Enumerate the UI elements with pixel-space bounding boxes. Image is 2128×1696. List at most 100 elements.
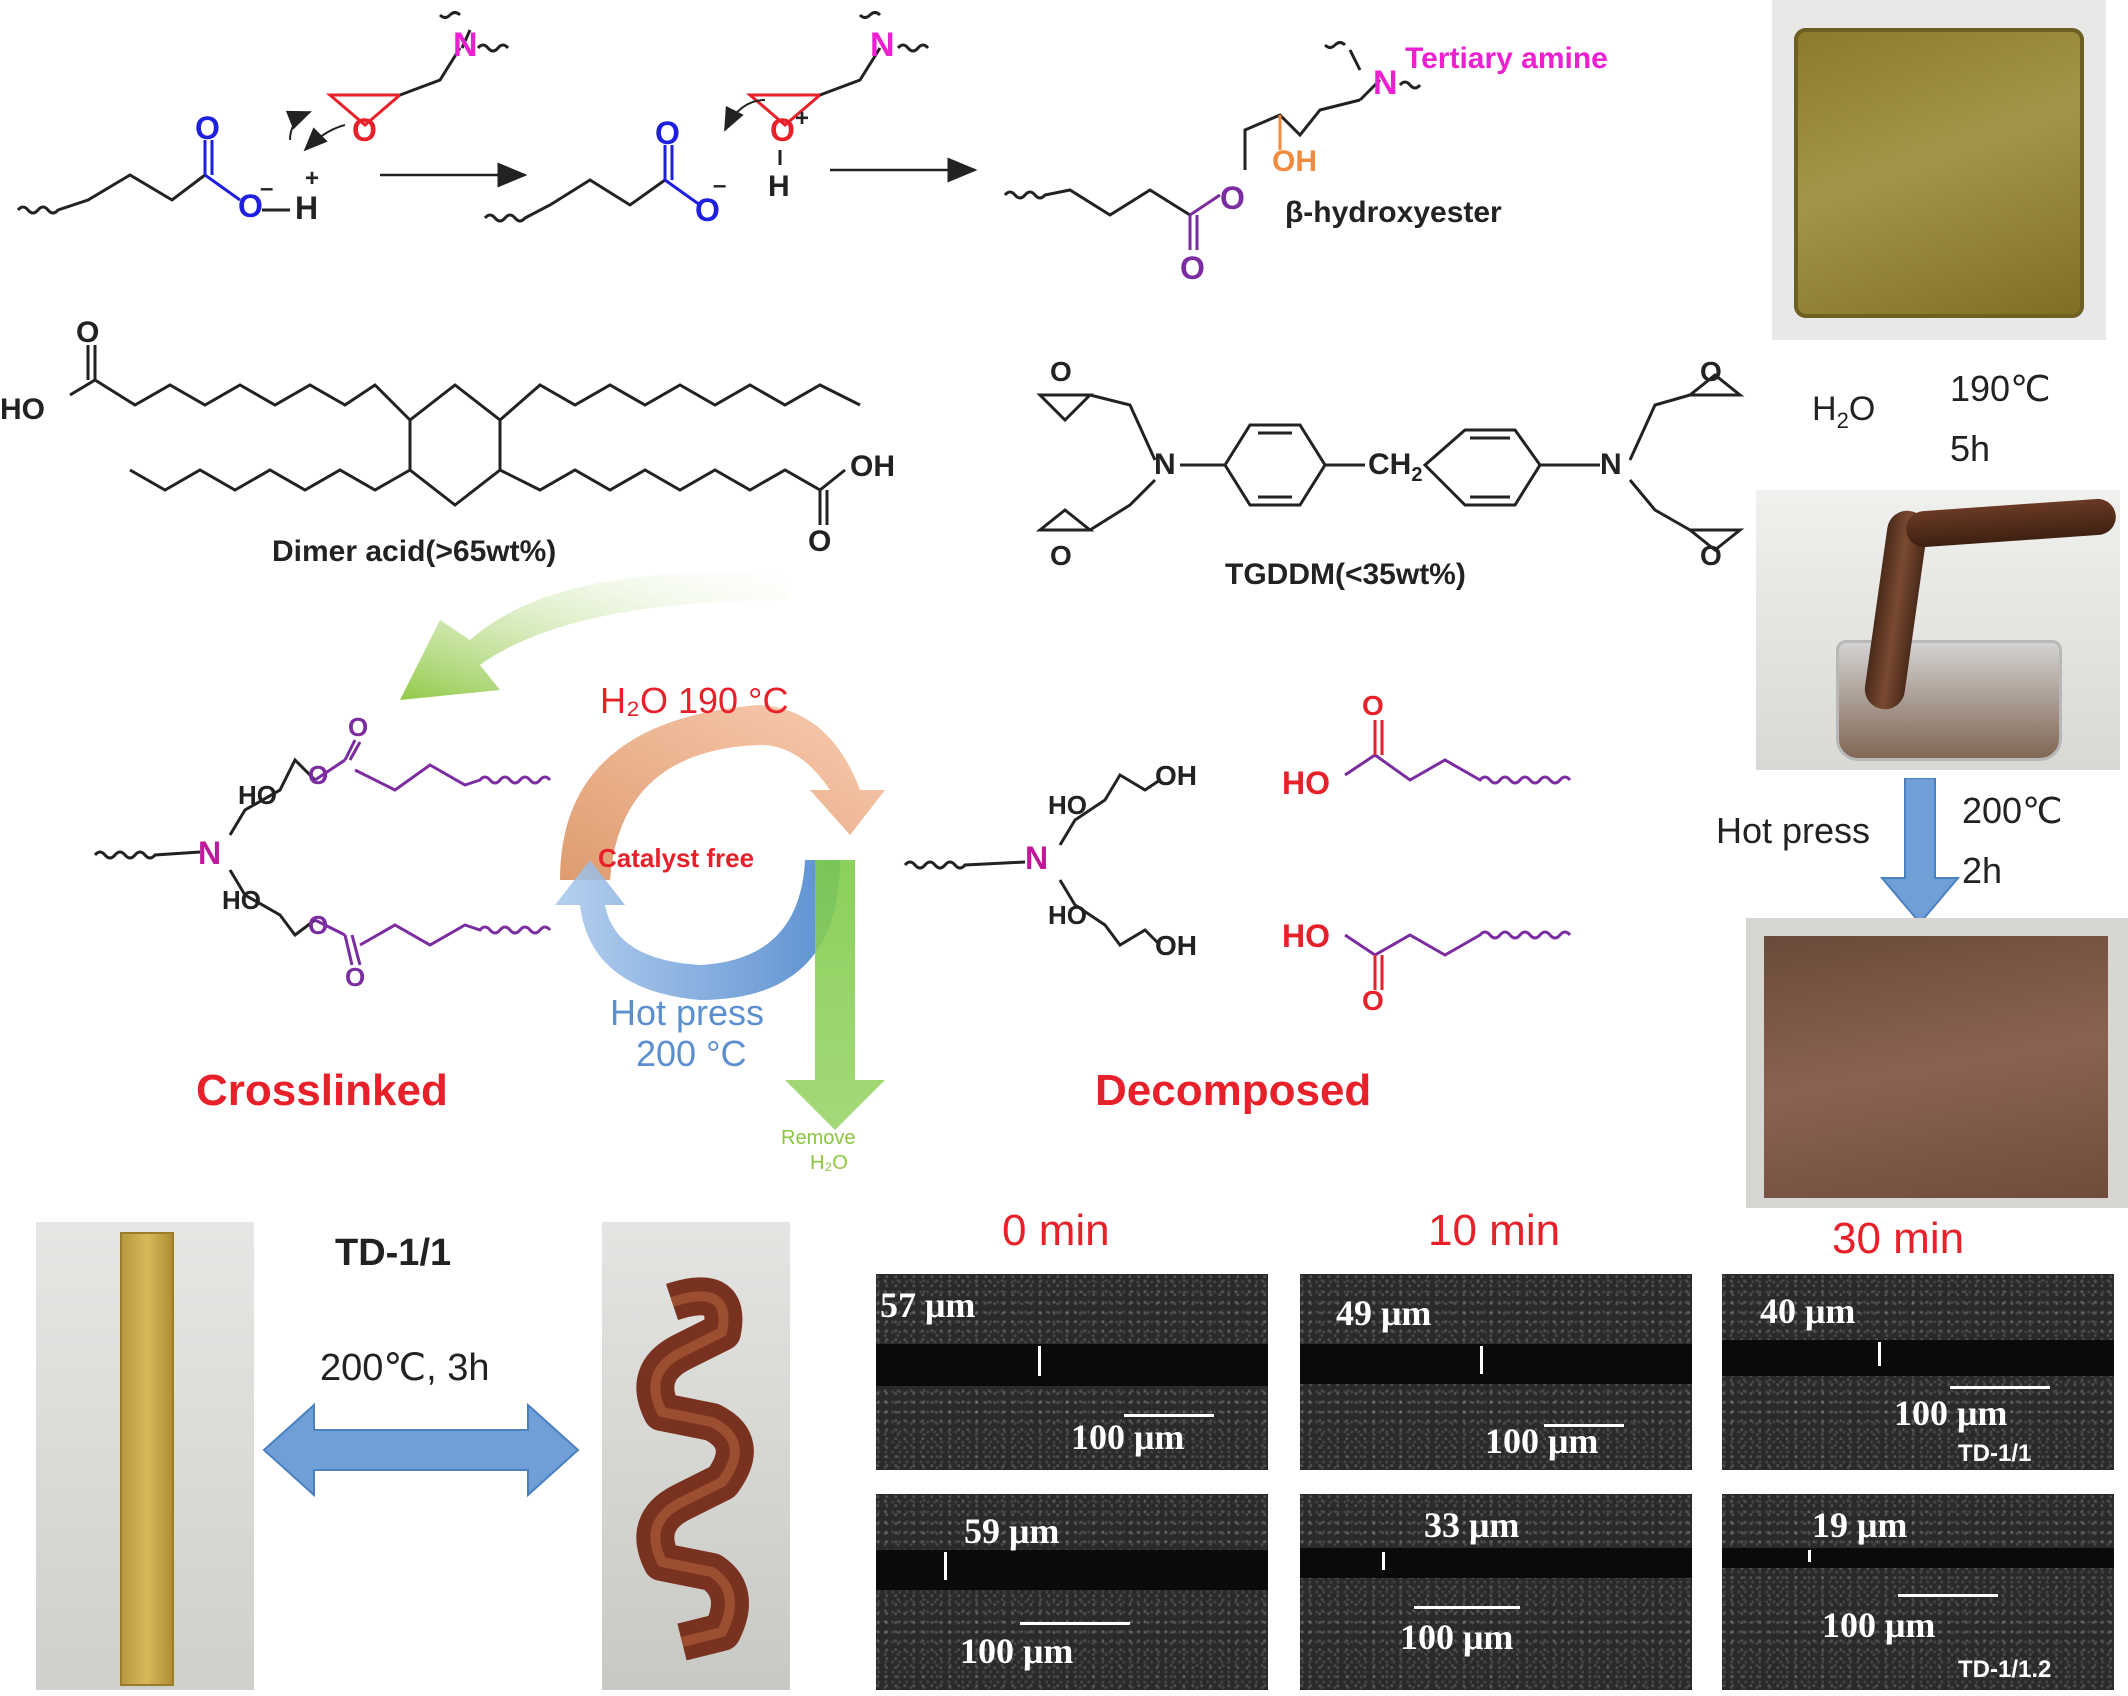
repressed-film-photo [1746, 918, 2128, 1208]
epoxide-1 [285, 11, 510, 152]
crosslinked-structure [93, 757, 346, 938]
tgddm-o-4: O [1700, 540, 1722, 571]
crosslinked-o-1: O [308, 760, 329, 790]
film-square [1794, 28, 2084, 318]
oxonium-plus: + [795, 105, 810, 132]
acid-h: H [295, 190, 319, 226]
tertiary-amine-label: Tertiary amine [1405, 42, 1608, 75]
decomposed-structure [903, 772, 1162, 947]
width-marker [1808, 1550, 1811, 1562]
ester-o: O [1220, 180, 1245, 216]
crack [876, 1550, 1268, 1590]
crosslinked-o-4: O [345, 962, 366, 992]
scale-label: 100 μm [1894, 1393, 2008, 1433]
acid-ho-2: HO [1282, 918, 1330, 954]
sem-row1-0min: 57 μm 100 μm [876, 1274, 1268, 1470]
hydroxyester-label: β-hydroxyester [1285, 196, 1502, 229]
time-label-30: 30 min [1832, 1214, 1965, 1263]
sample-tag: TD-1/1.2 [1958, 1656, 2052, 1683]
width-marker [1038, 1346, 1041, 1376]
decomposed-label: Decomposed [1095, 1066, 1372, 1115]
hydroxyl-o-1: O [238, 188, 263, 224]
scale-bar [1020, 1622, 1130, 1625]
h-text: H [1812, 390, 1837, 428]
process-step2-side: Hot press [1716, 810, 1871, 851]
repressed-film [1764, 936, 2108, 1198]
width-marker [1480, 1346, 1483, 1374]
tgddm-label: TGDDM(<35wt%) [1225, 558, 1466, 591]
green-curved-arrow [400, 572, 790, 700]
process-step1-side: H2O [1812, 390, 1875, 434]
dimer-acid-structure [69, 345, 861, 525]
ester-carbonyl-o: O [1180, 250, 1205, 286]
crack-width: 49 μm [1336, 1293, 1432, 1333]
carboxylate-o: O [695, 192, 720, 228]
crack [1300, 1548, 1692, 1578]
tgddm-o-3: O [1700, 356, 1722, 387]
time-label-0: 0 min [1002, 1206, 1110, 1255]
crosslinked-o-3: O [308, 910, 329, 940]
time-label-10: 10 min [1428, 1206, 1561, 1255]
width-marker [1878, 1342, 1881, 1366]
crack [876, 1344, 1268, 1386]
decomposed-n: N [1025, 840, 1049, 876]
crack-width: 59 μm [964, 1511, 1060, 1551]
sem-row2-10min: 33 μm 100 μm [1300, 1494, 1692, 1690]
scale-bar [1544, 1424, 1624, 1427]
tgddm-n-1: N [1154, 448, 1176, 481]
strip-photo [36, 1222, 254, 1690]
sem-row1-30min: 40 μm 100 μm TD-1/1 [1722, 1274, 2114, 1470]
sample-tag: TD-1/1 [1958, 1440, 2032, 1467]
crack-width: 40 μm [1760, 1291, 1856, 1331]
h2-sub: 2 [1836, 407, 1849, 433]
decomposed-acids [1344, 720, 1572, 990]
acid-ho-1: HO [1282, 765, 1330, 801]
tgddm-structure [1035, 373, 1745, 552]
ch2-text: CH [1368, 448, 1412, 481]
spoon [1905, 497, 2117, 549]
process-step2-temp: 200℃ [1962, 790, 2063, 831]
crack [1300, 1344, 1692, 1384]
sem-row2-0min: 59 μm 100 μm [876, 1494, 1268, 1690]
minus-2: – [713, 172, 727, 199]
crack-width: 57 μm [880, 1285, 976, 1325]
crack [1722, 1340, 2114, 1376]
crack [1722, 1548, 2114, 1568]
process-step1-temp: 190℃ [1950, 368, 2051, 409]
spiral-strip [636, 1277, 754, 1661]
cycle-arrow-green [785, 860, 885, 1130]
tgddm-o-2: O [1050, 540, 1072, 571]
amine-n-3: N [1373, 64, 1398, 102]
dimer-acid-label: Dimer acid(>65wt%) [272, 535, 557, 568]
carbonyl-o-1: O [195, 110, 220, 146]
width-marker [944, 1552, 947, 1580]
crosslinked-ho-2: HO [222, 885, 261, 915]
scale-bar [1414, 1606, 1520, 1609]
crosslinked-n: N [198, 835, 222, 871]
scale-bar [1898, 1594, 1998, 1597]
epoxide-o-2: O [770, 112, 795, 148]
scale-label: 100 μm [1071, 1417, 1185, 1457]
crosslinked-ho-1: HO [238, 780, 277, 810]
acid-o-2: O [1362, 985, 1384, 1016]
decomposed-jar-photo [1756, 490, 2120, 770]
decomposed-ho-2: HO [1048, 900, 1087, 930]
minus-1: – [260, 175, 274, 202]
double-arrow [262, 1402, 580, 1498]
amine-n-1: N [453, 26, 478, 64]
straight-strip [120, 1232, 174, 1686]
remove-label-2: H₂O [810, 1152, 848, 1174]
scale-label: 100 μm [960, 1631, 1074, 1671]
tgddm-o-1: O [1050, 356, 1072, 387]
sample-name: TD-1/1 [335, 1232, 452, 1274]
tgddm-n-2: N [1600, 448, 1622, 481]
width-marker [1382, 1552, 1385, 1570]
hot-press-temp-label: 200 °C [636, 1033, 747, 1074]
process-step2-time: 2h [1962, 850, 2003, 891]
cured-film-photo [1772, 0, 2106, 340]
cycle-arrow-orange [560, 705, 885, 880]
process-step1-time: 5h [1950, 428, 1991, 469]
epoxide-2 [724, 11, 930, 165]
remove-label-1: Remove [781, 1127, 856, 1149]
